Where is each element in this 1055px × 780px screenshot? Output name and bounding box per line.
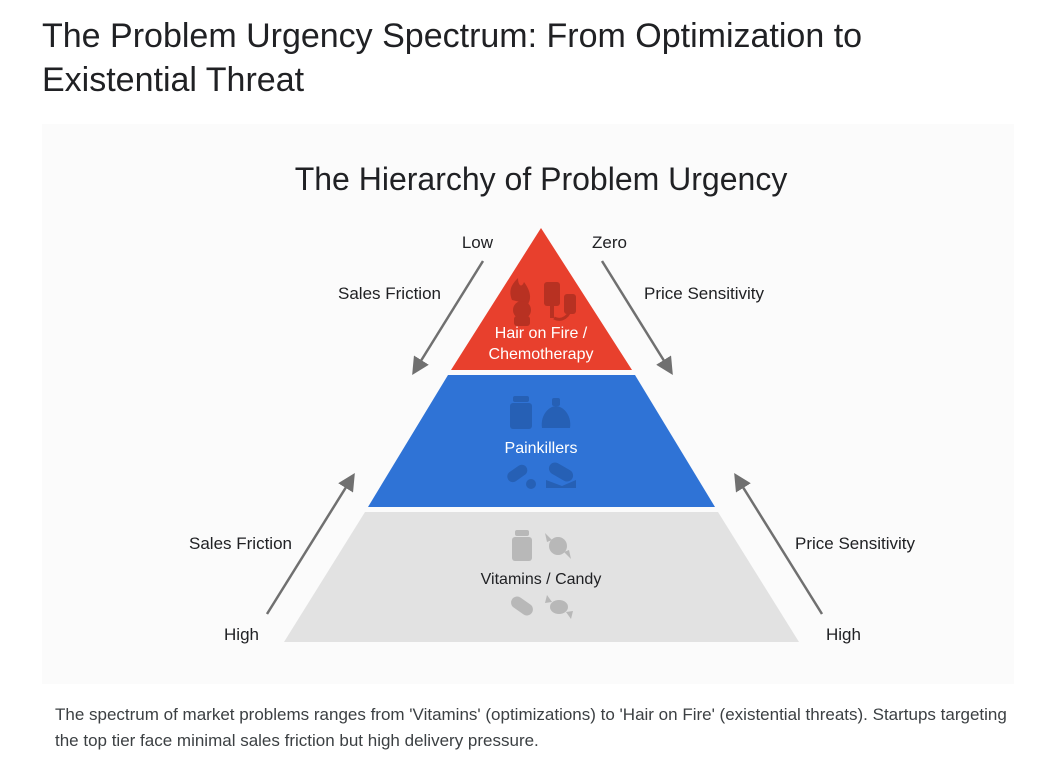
capsule-hand-icon: [546, 462, 576, 488]
capsule-icon: [511, 596, 533, 616]
price-sensitivity-down-arrow: [600, 260, 673, 375]
pyramid-diagram: The Hierarchy of Problem Urgency Hair on…: [189, 161, 915, 644]
vitamin-bottle-icon: [512, 530, 532, 561]
left-axis-top-end-label: Low: [462, 233, 494, 252]
sales-friction-down-arrow: [412, 260, 485, 375]
price-sensitivity-up-arrow: [734, 473, 824, 615]
tier-top-hair-on-fire: [451, 228, 632, 370]
ice-pack-icon: [541, 398, 571, 428]
right-axis-bottom-label: Price Sensitivity: [795, 534, 915, 553]
fire-head-icon: [510, 278, 531, 326]
tier-middle-painkillers: [368, 375, 715, 507]
figure-caption: The spectrum of market problems ranges f…: [55, 705, 1007, 750]
urgency-hierarchy-figure: The Hierarchy of Problem Urgency Hair on…: [42, 124, 1014, 684]
candy-icon: [545, 533, 571, 559]
right-axis-top-label: Price Sensitivity: [644, 284, 764, 303]
tier-middle-label: Painkillers: [505, 440, 578, 457]
tier-bottom-label: Vitamins / Candy: [481, 571, 602, 588]
left-axis-top-label: Sales Friction: [338, 284, 441, 303]
sales-friction-up-arrow: [265, 473, 355, 615]
tier-top-label-line2: Chemotherapy: [489, 346, 594, 363]
wrapped-candy-icon: [545, 595, 573, 619]
tier-bottom-vitamins: [284, 512, 799, 642]
right-axis-bottom-end-label: High: [826, 625, 861, 644]
page-title: The Problem Urgency Spectrum: From Optim…: [42, 17, 863, 99]
iv-drip-icon: [544, 282, 576, 321]
left-axis-bottom-label: Sales Friction: [189, 534, 292, 553]
right-axis-top-end-label: Zero: [592, 233, 627, 252]
diagram-title: The Hierarchy of Problem Urgency: [295, 161, 788, 197]
tier-top-label-line1: Hair on Fire /: [495, 325, 588, 342]
pills-icon: [507, 464, 536, 489]
left-axis-bottom-end-label: High: [224, 625, 259, 644]
pill-bottle-icon: [510, 396, 532, 429]
